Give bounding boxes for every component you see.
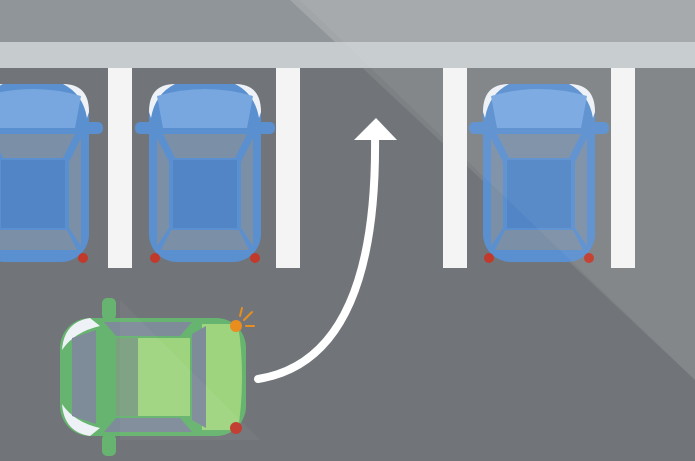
space-line-1 [108,68,132,268]
space-line-2 [276,68,300,268]
parked-car-2 [135,84,275,263]
space-line-4 [611,68,635,268]
parked-car-1 [0,84,103,263]
indicator-blink-icon [239,307,255,327]
space-line-3 [443,68,467,268]
curb [0,42,695,68]
curved-arrow-icon [254,118,397,383]
moving-car [60,298,255,456]
